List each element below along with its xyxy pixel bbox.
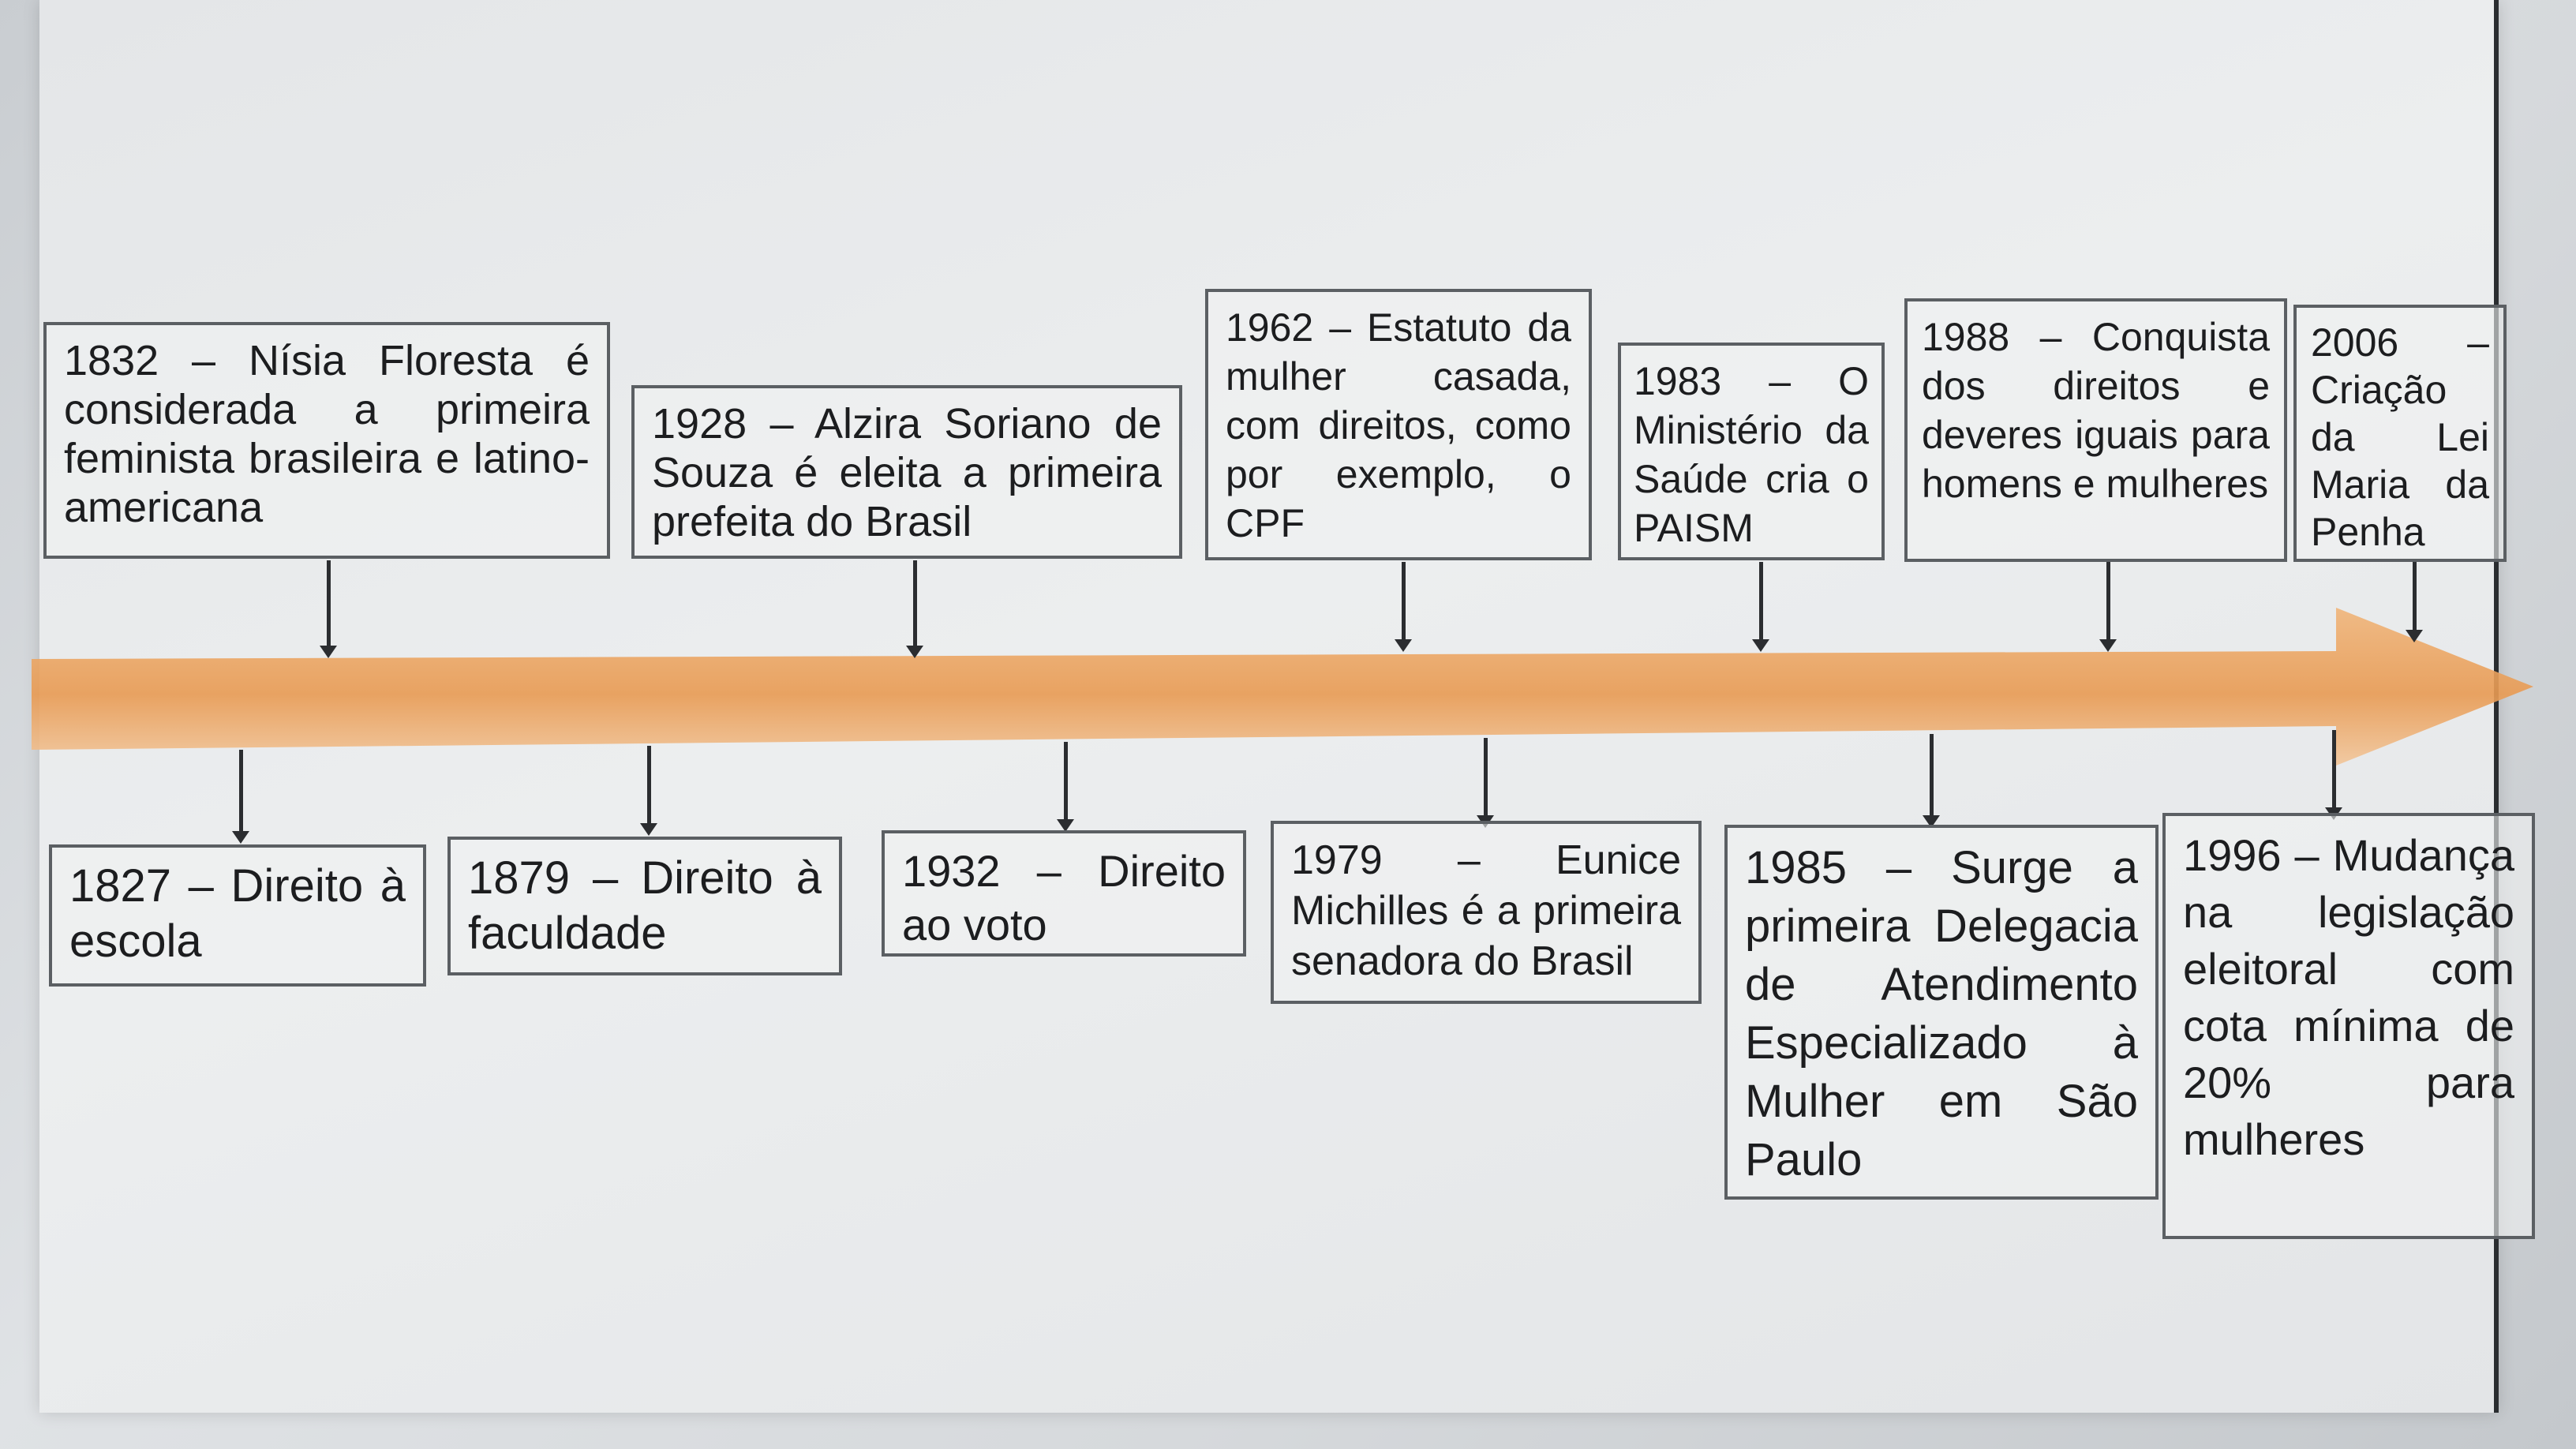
connector-1932	[1057, 742, 1074, 832]
event-text: 1979 – Eunice Michilles é a primeira sen…	[1291, 837, 1681, 984]
event-text: 1985 – Surge a primeira Delegacia de Ate…	[1745, 842, 2138, 1185]
connector-1983	[1752, 562, 1769, 652]
event-box-1983: 1983 – O Ministério da Saúde cria o PAIS…	[1618, 343, 1885, 560]
event-text: 1879 – Direito à faculdade	[468, 852, 822, 959]
connector-1996	[2325, 730, 2342, 820]
event-text: 1996 – Mudança na legislação eleitoral c…	[2183, 830, 2514, 1164]
event-text: 1928 – Alzira Soriano de Souza é eleita …	[652, 400, 1162, 545]
connector-1979	[1477, 738, 1494, 828]
event-box-1932: 1932 – Direito ao voto	[882, 830, 1246, 957]
event-box-1827: 1827 – Direito à escola	[49, 844, 426, 987]
connector-1988	[2099, 562, 2117, 652]
event-box-2006: 2006 – Criação da Lei Maria da Penha	[2293, 305, 2507, 562]
event-box-1962: 1962 – Estatuto da mulher casada, com di…	[1205, 289, 1592, 560]
event-text: 1983 – O Ministério da Saúde cria o PAIS…	[1634, 359, 1869, 550]
connector-1985	[1923, 734, 1940, 828]
event-box-1988: 1988 – Conquista dos direitos e deveres …	[1904, 298, 2287, 562]
event-box-1996: 1996 – Mudança na legislação eleitoral c…	[2162, 813, 2535, 1239]
event-box-1832: 1832 – Nísia Floresta é considerada a pr…	[43, 322, 610, 559]
connector-1827	[232, 750, 249, 844]
event-text: 1832 – Nísia Floresta é considerada a pr…	[64, 337, 590, 531]
event-box-1879: 1879 – Direito à faculdade	[447, 837, 842, 975]
event-box-1985: 1985 – Surge a primeira Delegacia de Ate…	[1724, 825, 2159, 1200]
timeline-arrow	[32, 608, 2533, 766]
event-text: 1827 – Direito à escola	[69, 860, 406, 967]
event-box-1979: 1979 – Eunice Michilles é a primeira sen…	[1271, 821, 1702, 1004]
connector-1832	[320, 560, 337, 658]
event-text: 1988 – Conquista dos direitos e deveres …	[1922, 315, 2270, 506]
event-text: 1932 – Direito ao voto	[902, 846, 1226, 949]
event-text: 2006 – Criação da Lei Maria da Penha	[2311, 320, 2489, 554]
connector-1962	[1395, 562, 1412, 652]
connector-1879	[640, 746, 657, 836]
connector-2006	[2406, 562, 2423, 642]
event-text: 1962 – Estatuto da mulher casada, com di…	[1226, 305, 1571, 545]
timeline-arrow-body	[32, 608, 2533, 766]
event-box-1928: 1928 – Alzira Soriano de Souza é eleita …	[631, 385, 1182, 559]
connector-1928	[906, 560, 923, 658]
